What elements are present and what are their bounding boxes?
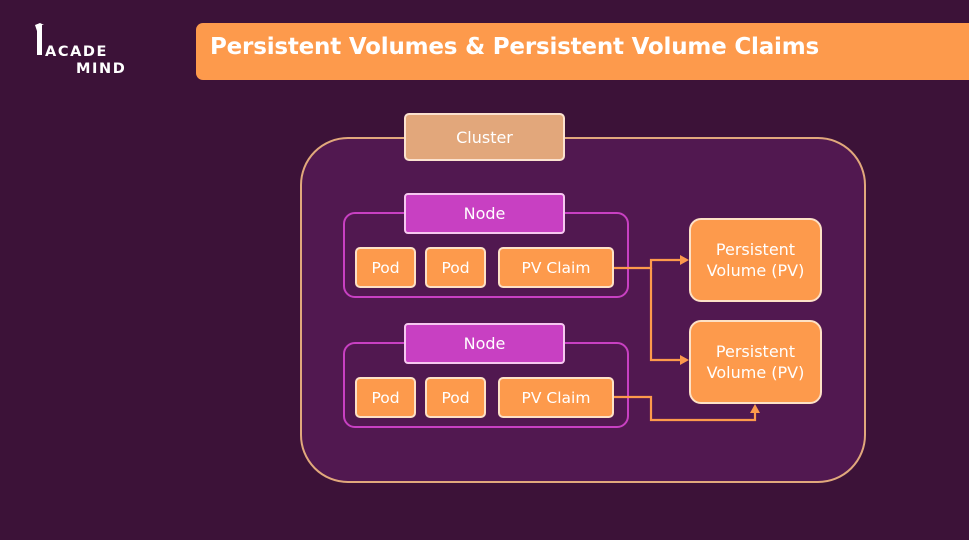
pv-claim-box-2: PV Claim <box>498 377 614 418</box>
logo-text-top: ACADE <box>45 44 109 60</box>
node-label-2: Node <box>404 323 565 364</box>
logo-text-bottom: MIND <box>76 61 127 77</box>
node-label-1: Node <box>404 193 565 234</box>
cluster-label: Cluster <box>404 113 565 161</box>
logo-bracket-icon <box>35 23 44 55</box>
persistent-volume-2: Persistent Volume (PV) <box>689 320 822 404</box>
pod-box: Pod <box>425 377 486 418</box>
cluster-container <box>300 137 866 483</box>
pv-label-line1: Persistent <box>715 342 796 361</box>
pv-label-line2: Volume (PV) <box>706 363 805 382</box>
persistent-volume-1: Persistent Volume (PV) <box>689 218 822 302</box>
title-banner: Persistent Volumes & Persistent Volume C… <box>196 23 969 80</box>
pv-claim-box-1: PV Claim <box>498 247 614 288</box>
slide-title: Persistent Volumes & Persistent Volume C… <box>210 34 819 60</box>
academind-logo: ACADE MIND <box>31 20 131 80</box>
pod-box: Pod <box>425 247 486 288</box>
pv-label-line1: Persistent <box>715 240 796 259</box>
pod-box: Pod <box>355 247 416 288</box>
pod-box: Pod <box>355 377 416 418</box>
pv-label-line2: Volume (PV) <box>706 261 805 280</box>
